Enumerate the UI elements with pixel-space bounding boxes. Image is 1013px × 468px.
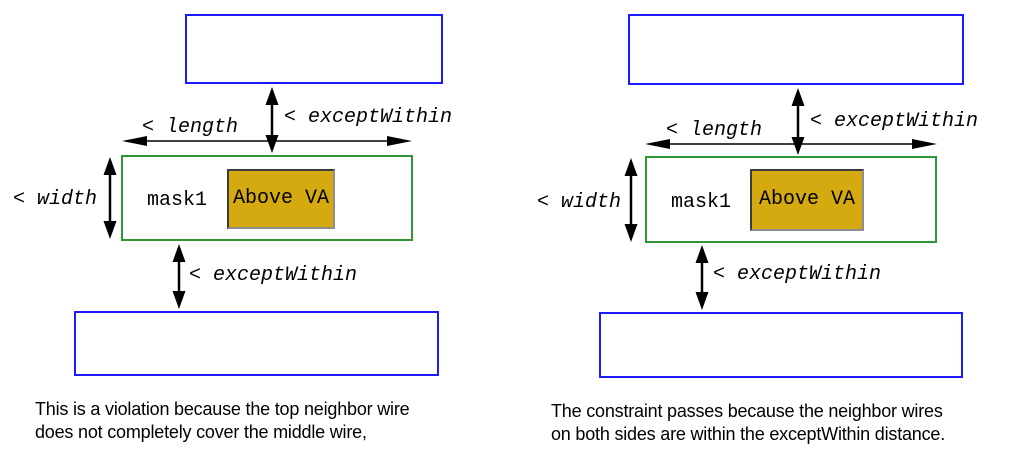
width-arrow — [103, 157, 117, 239]
length-dimension-label: < length — [142, 116, 239, 139]
caption-line: on both sides are within the exceptWithi… — [551, 424, 946, 444]
except-within-bottom-arrow — [695, 245, 709, 310]
except-within-bottom-arrow — [172, 244, 186, 309]
top-neighbor-wire — [185, 14, 443, 84]
except-within-bottom-label: < exceptWithin — [189, 264, 358, 287]
except-within-top-arrow — [791, 88, 805, 155]
except-within-bottom-label: < exceptWithin — [713, 263, 882, 286]
mask-label: mask1 — [147, 189, 208, 212]
top-neighbor-wire — [628, 14, 964, 85]
caption-line: The constraint passes because the neighb… — [551, 401, 943, 421]
above-va-region: Above VA — [750, 169, 864, 231]
caption-line: This is a violation because the top neig… — [35, 399, 410, 419]
length-dimension-label: < length — [666, 119, 763, 142]
length-arrow — [122, 136, 412, 146]
bottom-neighbor-wire — [599, 312, 963, 378]
above-va-label: Above VA — [232, 187, 329, 210]
except-within-top-label: < exceptWithin — [284, 106, 453, 129]
above-va-region: Above VA — [227, 169, 335, 229]
violation-caption: This is a violation because the top neig… — [35, 398, 410, 444]
except-within-top-label: < exceptWithin — [810, 110, 979, 133]
except-within-top-arrow — [265, 87, 279, 153]
length-arrow — [645, 139, 937, 149]
bottom-neighbor-wire — [74, 311, 439, 376]
caption-line: does not completely cover the middle wir… — [35, 422, 367, 442]
width-dimension-label: < width — [13, 188, 98, 211]
mask-label: mask1 — [671, 191, 732, 214]
above-va-label: Above VA — [758, 188, 855, 211]
width-arrow — [624, 158, 638, 242]
pass-caption: The constraint passes because the neighb… — [551, 400, 945, 446]
width-dimension-label: < width — [537, 191, 622, 214]
